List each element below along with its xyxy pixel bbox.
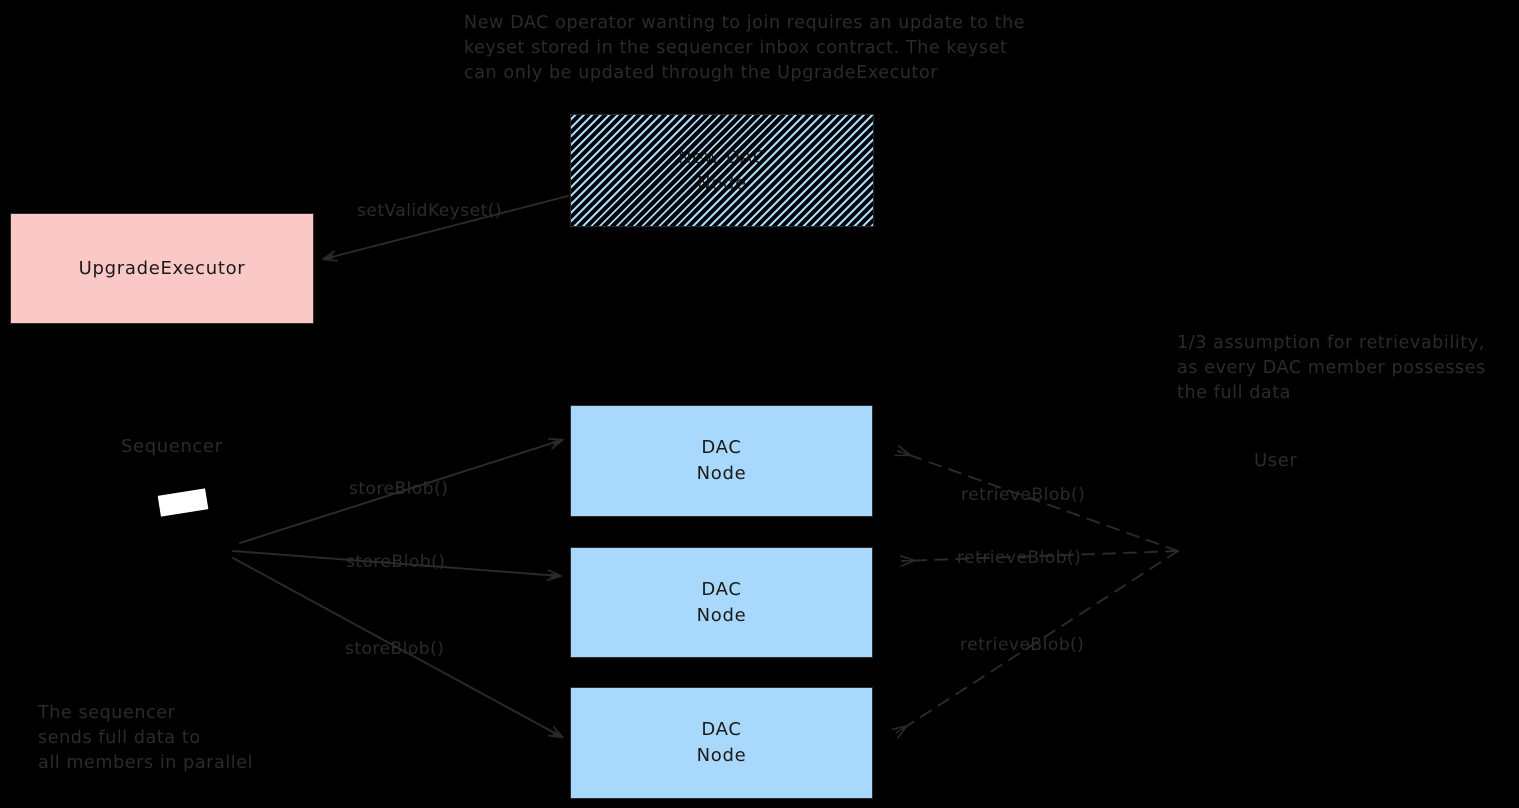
node-dac-node-3[interactable]: DAC Node	[570, 687, 873, 799]
edge-label-retrieve-blob-3: retrieveBlob()	[960, 635, 1085, 655]
node-dac-node-1[interactable]: DAC Node	[570, 405, 873, 517]
actor-user-label: User	[1254, 450, 1298, 471]
node-dac-node-2-label: DAC Node	[696, 578, 747, 626]
edge-retrieve-blob-2	[900, 550, 1179, 567]
edge-label-retrieve-blob-1: retrieveBlob()	[961, 485, 1086, 505]
actor-sequencer-label: Sequencer	[121, 436, 223, 457]
edge-retrieve-blob-3	[891, 550, 1179, 739]
node-new-dac-node-label: New DAC Node	[678, 146, 766, 194]
edge-label-store-blob-3: storeBlob()	[345, 639, 445, 659]
edge-retrieve-blob-1	[894, 445, 1179, 552]
edge-set-valid-keyset	[322, 195, 569, 262]
node-dac-node-2[interactable]: DAC Node	[570, 547, 873, 658]
edge-store-blob-1	[239, 438, 564, 544]
edge-label-retrieve-blob-2: retrieveBlob()	[957, 548, 1082, 568]
note-sequencer-parallel: The sequencer sends full data to all mem…	[38, 703, 254, 773]
node-dac-node-1-label: DAC Node	[696, 437, 747, 484]
node-upgrade-executor[interactable]: UpgradeExecutor	[10, 213, 314, 324]
edge-store-blob-2	[232, 550, 562, 581]
edge-label-set-valid-keyset: setValidKeyset()	[357, 201, 503, 221]
node-dac-node-3-label: DAC Node	[696, 719, 747, 766]
node-upgrade-executor-label: UpgradeExecutor	[78, 257, 246, 279]
note-keyset-update: New DAC operator wanting to join require…	[464, 13, 1026, 83]
edge-label-store-blob-2: storeBlob()	[346, 552, 446, 572]
node-new-dac-node[interactable]: New DAC Node	[570, 114, 874, 227]
note-retrievability-assumption: 1/3 assumption for retrievability, as ev…	[1177, 333, 1486, 403]
edge-store-blob-3	[232, 557, 564, 739]
edge-label-store-blob-1: storeBlob()	[349, 479, 449, 499]
